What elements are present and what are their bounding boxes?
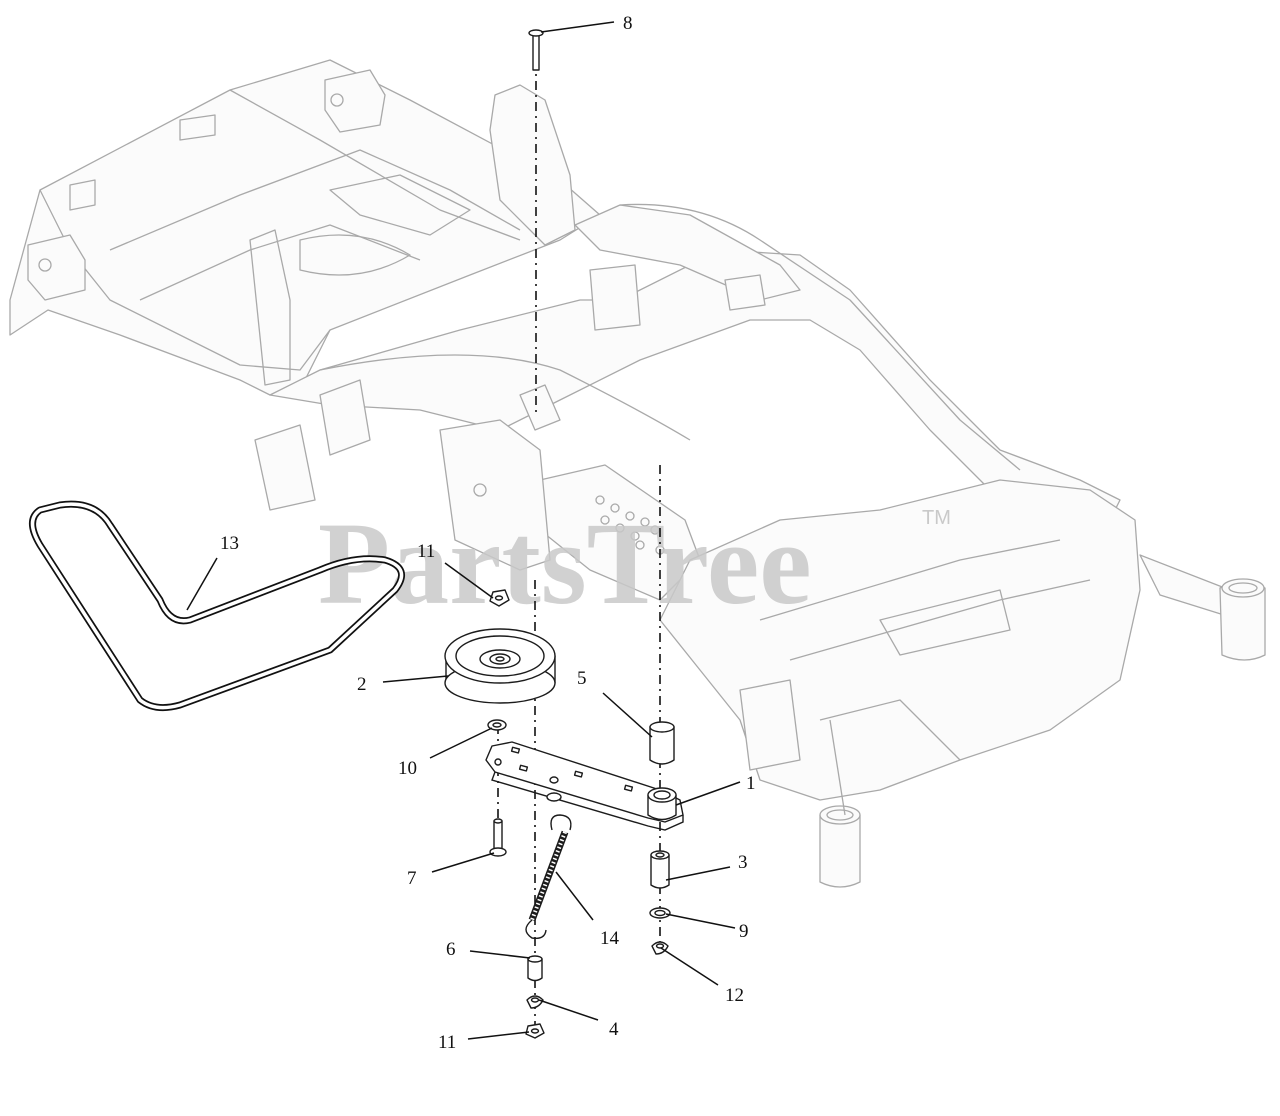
mower-frame — [9, 59, 1266, 888]
part-belt — [29, 500, 406, 712]
part-washer-10 — [487, 719, 507, 731]
parts — [29, 29, 684, 1039]
part-idler-pulley — [444, 628, 556, 704]
callout-7: 7 — [407, 868, 417, 889]
watermark-tm: TM — [922, 507, 951, 529]
watermark-text: PartsTree — [318, 498, 812, 629]
callout-6: 6 — [446, 939, 456, 960]
part-bushing-lower — [650, 850, 670, 889]
leader-lines — [186, 21, 741, 1040]
callout-8: 8 — [623, 13, 633, 34]
leader-4 — [538, 999, 599, 1021]
callout-9: 9 — [739, 921, 749, 942]
callout-3: 3 — [738, 852, 748, 873]
callout-5: 5 — [577, 668, 587, 689]
leader-11-bottom — [467, 1031, 530, 1040]
callout-4: 4 — [609, 1019, 619, 1040]
part-washer-4 — [526, 995, 544, 1009]
part-spring — [525, 814, 572, 940]
leader-11-top — [444, 562, 494, 599]
part-spacer — [527, 955, 543, 982]
part-idler-arm — [485, 741, 684, 831]
callout-12: 12 — [725, 985, 744, 1006]
watermark: PartsTree TM — [318, 498, 951, 629]
part-stud — [489, 818, 507, 857]
leader-7 — [431, 852, 495, 873]
part-nut-bottom — [525, 1023, 545, 1039]
leader-3 — [665, 866, 731, 881]
callout-11-top: 11 — [417, 541, 435, 562]
callout-2: 2 — [357, 674, 367, 695]
leader-6 — [469, 950, 531, 959]
callout-13: 13 — [220, 533, 239, 554]
part-nut-top — [489, 589, 510, 607]
callout-10: 10 — [398, 758, 417, 779]
part-clevis-pin — [528, 29, 544, 71]
leader-13 — [186, 557, 218, 611]
callout-1: 1 — [746, 773, 756, 794]
part-retaining-ring — [651, 941, 669, 955]
leader-1 — [675, 781, 741, 806]
leader-10 — [429, 727, 493, 759]
leader-2 — [382, 675, 449, 683]
leader-14 — [555, 871, 594, 921]
callout-11-bottom: 11 — [438, 1032, 456, 1053]
leader-12 — [660, 947, 719, 986]
callout-14: 14 — [600, 928, 620, 949]
part-washer-9 — [649, 907, 671, 919]
callout-labels: 8 13 11 2 5 10 1 7 3 14 9 6 12 4 11 — [220, 13, 756, 1053]
leader-9 — [665, 913, 736, 929]
leader-5 — [602, 692, 653, 738]
leader-8 — [540, 21, 615, 33]
part-bushing-upper — [649, 721, 675, 765]
